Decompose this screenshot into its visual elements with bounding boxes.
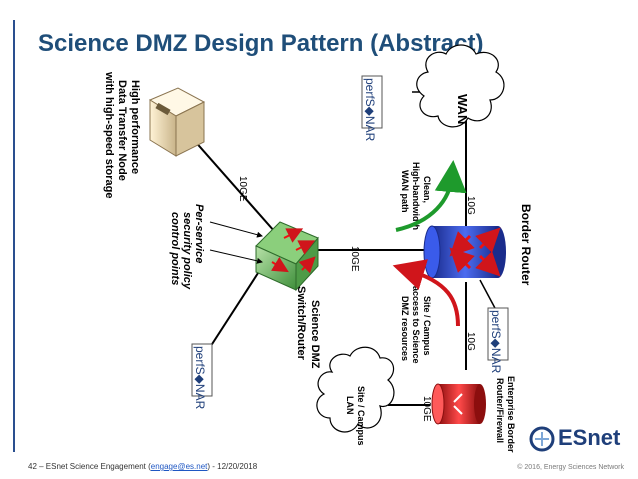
per-service-line-1: Per-service [193,204,205,263]
esnet-logo-text: ESnet [558,425,621,450]
dtn-line-2: Data Transfer Node [116,80,128,181]
esnet-logo-mark [529,426,555,452]
slide-title: Science DMZ Design Pattern (Abstract) [38,30,484,57]
enterprise-line-1: Enterprise Border [506,376,516,453]
site-access-arrow [392,259,460,327]
link-label-dtn: 10GE [237,176,248,202]
site-access-label: Site / Campus access to Science DMZ reso… [400,286,432,364]
enterprise-label: Enterprise Border Router/Firewall [495,376,516,453]
link-label-dmz: 10GE [349,246,360,272]
perfsonar-border-label: perfS◆NAR [489,310,503,374]
footer: 42 – ESnet Science Engagement (engage@es… [28,462,257,471]
clean-path-label: Clean, High-bandwidth WAN path [400,162,432,230]
link-dmz-perfsonar [204,269,261,356]
clean-path-line-3: WAN path [400,170,410,213]
link-label-enterprise: 10G [465,332,476,351]
copyright: © 2016, Energy Sciences Network [517,464,624,471]
per-service-line-2: security policy [181,212,193,290]
dmz-switch-label: Science DMZ Switch/Router [295,286,321,369]
left-rule [13,20,15,452]
footer-email-link[interactable]: engage@es.net [150,462,208,471]
perfsonar-wan: perfS◆NAR [361,75,383,142]
link-perfsonar-border [479,279,497,311]
science-dmz-switch [255,221,319,292]
data-transfer-node [148,87,206,157]
clean-path-line-1: Clean, [422,176,432,203]
wan-cloud [416,44,505,128]
perfsonar-wan-label: perfS◆NAR [363,78,377,142]
border-router-label: Border Router [519,204,533,286]
site-lan-label: Site / Campus LAN [345,386,366,446]
dtn-line-3: with high-speed storage [103,71,115,199]
site-access-line-2: access to Science [411,286,421,364]
wan-label: WAN [455,94,470,124]
link-label-wan: 10G [465,196,476,215]
enterprise-router [431,383,486,425]
perfsonar-dmz: perfS◆NAR [191,343,213,410]
site-access-line-1: Site / Campus [422,296,432,356]
footer-prefix: 42 – ESnet Science Engagement ( [28,462,151,471]
perfsonar-border: perfS◆NAR [487,307,509,374]
site-lan-line-1: Site / Campus [356,386,366,446]
site-access-line-3: DMZ resources [400,296,410,361]
policy-pointer-2 [209,249,263,264]
dtn-line-1: High performance [129,80,141,174]
dmz-switch-line-1: Science DMZ [309,300,321,369]
per-service-label: Per-service security policy control poin… [169,204,205,290]
enterprise-line-2: Router/Firewall [495,378,505,443]
clean-path-line-2: High-bandwidth [411,162,421,230]
perfsonar-dmz-label: perfS◆NAR [193,346,207,410]
dmz-switch-line-2: Switch/Router [295,286,307,361]
site-lan-cloud [316,346,395,433]
per-service-line-3: control points [169,212,181,285]
border-router [423,225,506,279]
policy-pointer-1 [209,221,263,238]
footer-suffix: ) - 12/20/2018 [207,462,258,471]
site-lan-line-2: LAN [345,396,355,415]
clean-path-arrow [395,160,467,232]
link-label-lan: 10GE [421,396,432,422]
dtn-label: High performance Data Transfer Node with… [103,71,141,199]
